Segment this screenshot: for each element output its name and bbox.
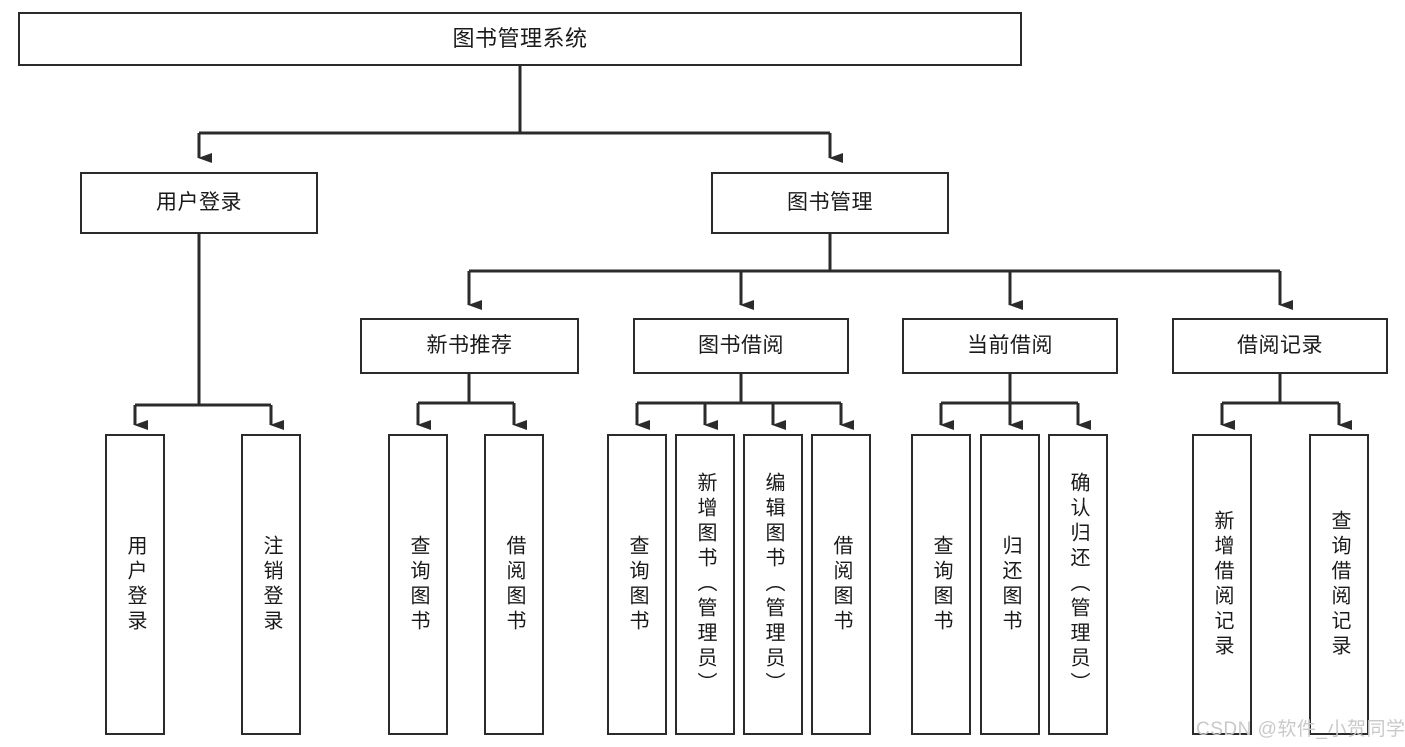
- leaf-borrow-query-book[interactable]: 查询图书: [607, 434, 667, 735]
- leaf-user-login-login[interactable]: 用户登录: [105, 434, 165, 735]
- leaf-label: 借阅图书: [503, 534, 525, 635]
- node-label: 图书管理: [787, 191, 873, 215]
- node-new-book-recommend[interactable]: 新书推荐: [360, 318, 579, 374]
- node-label: 图书借阅: [698, 334, 784, 358]
- leaf-current-return-book[interactable]: 归还图书: [980, 434, 1040, 735]
- leaf-label: 查询图书: [626, 534, 648, 635]
- leaf-borrow-borrow-book[interactable]: 借阅图书: [811, 434, 871, 735]
- leaf-label: 编辑图书（管理员）: [762, 472, 784, 697]
- leaf-current-confirm-return-admin[interactable]: 确认归还（管理员）: [1048, 434, 1108, 735]
- leaf-label: 注销登录: [260, 534, 282, 635]
- leaf-current-query-book[interactable]: 查询图书: [911, 434, 971, 735]
- leaf-label: 新增借阅记录: [1211, 509, 1233, 660]
- node-current-borrow[interactable]: 当前借阅: [902, 318, 1118, 374]
- node-label: 新书推荐: [426, 334, 513, 358]
- leaf-label: 借阅图书: [830, 534, 852, 635]
- node-book-borrow[interactable]: 图书借阅: [633, 318, 849, 374]
- leaf-record-query-record[interactable]: 查询借阅记录: [1309, 434, 1369, 735]
- leaf-borrow-edit-book-admin[interactable]: 编辑图书（管理员）: [743, 434, 803, 735]
- leaf-label: 查询借阅记录: [1328, 509, 1350, 660]
- leaf-label: 用户登录: [124, 534, 146, 635]
- leaf-user-login-logout[interactable]: 注销登录: [241, 434, 301, 735]
- csdn-watermark: CSDN @软件_小贺同学: [1196, 719, 1405, 740]
- node-borrow-record[interactable]: 借阅记录: [1172, 318, 1388, 374]
- leaf-recommend-query-book[interactable]: 查询图书: [388, 434, 448, 735]
- leaf-record-add-record[interactable]: 新增借阅记录: [1192, 434, 1252, 735]
- node-label: 当前借阅: [967, 334, 1053, 358]
- node-label: 用户登录: [156, 191, 242, 215]
- leaf-label: 查询图书: [407, 534, 429, 635]
- node-book-management[interactable]: 图书管理: [711, 172, 949, 234]
- leaf-label: 归还图书: [999, 534, 1021, 635]
- node-user-login[interactable]: 用户登录: [80, 172, 318, 234]
- leaf-label: 新增图书（管理员）: [694, 472, 716, 697]
- node-root-system[interactable]: 图书管理系统: [18, 12, 1022, 66]
- node-label: 借阅记录: [1237, 334, 1323, 358]
- leaf-borrow-add-book-admin[interactable]: 新增图书（管理员）: [675, 434, 735, 735]
- leaf-label: 查询图书: [930, 534, 952, 635]
- leaf-label: 确认归还（管理员）: [1067, 472, 1089, 697]
- leaf-recommend-borrow-book[interactable]: 借阅图书: [484, 434, 544, 735]
- node-label: 图书管理系统: [452, 25, 588, 51]
